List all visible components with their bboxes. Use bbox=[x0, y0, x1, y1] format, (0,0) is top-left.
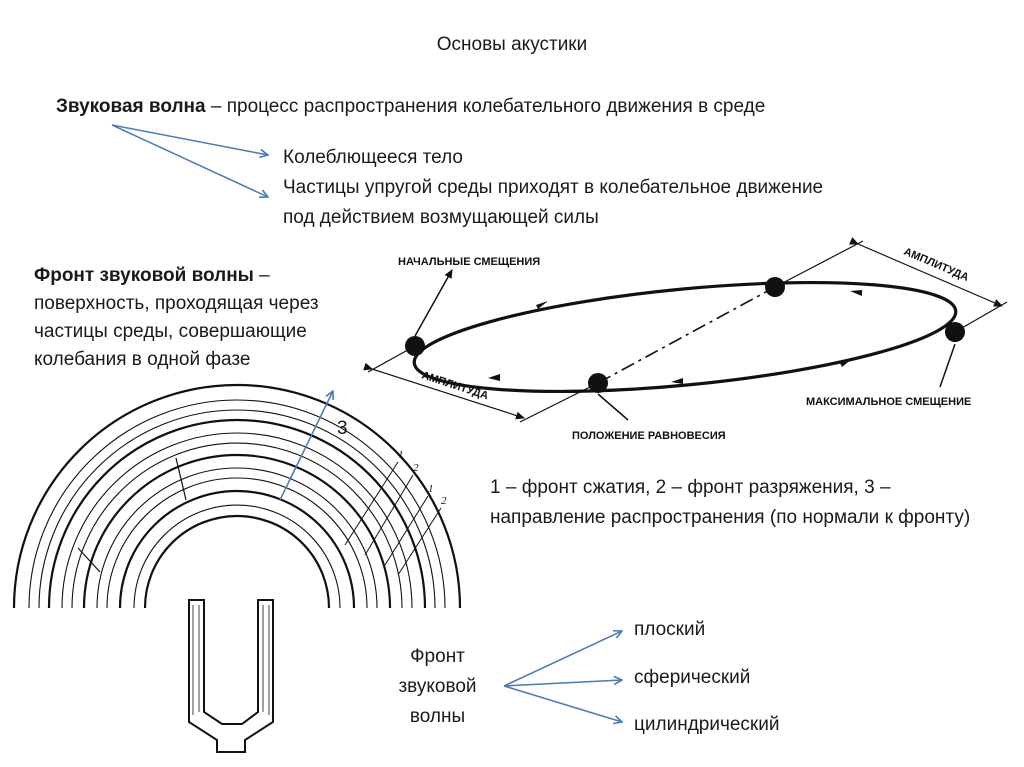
wavefront-arc bbox=[38, 409, 436, 609]
propagation-direction-arrow bbox=[279, 391, 333, 501]
wavefront-arc bbox=[28, 399, 446, 609]
dim-ext bbox=[519, 382, 599, 423]
bullet-particles-line2: под действием возмущающей силы bbox=[283, 207, 599, 228]
front-number: 1 bbox=[398, 449, 404, 461]
front-leader bbox=[344, 461, 399, 546]
front-type-cylindrical: цилиндрический bbox=[634, 714, 780, 735]
oscillation-ellipse bbox=[412, 280, 958, 394]
sound-wave-term: Звуковая волна bbox=[56, 96, 206, 117]
front-type-spherical: сферический bbox=[634, 667, 751, 688]
label-equilibrium: ПОЛОЖЕНИЕ РАВНОВЕСИЯ bbox=[572, 430, 726, 442]
wavefront-arc bbox=[47, 418, 427, 609]
front-leader bbox=[364, 474, 414, 556]
front-type-plane: плоский bbox=[634, 619, 706, 640]
path-arrow-icon bbox=[536, 301, 548, 309]
wavefront-arc bbox=[82, 453, 392, 609]
page-title: Основы акустики bbox=[436, 34, 588, 55]
front-types-label: Фронт звуковой волны bbox=[398, 646, 477, 727]
label-max-displacement: МАКСИМАЛЬНОЕ СМЕЩЕНИЕ bbox=[806, 396, 971, 408]
wavefront-arc bbox=[61, 432, 413, 609]
wavefront-arc bbox=[106, 477, 368, 609]
front-number: 1 bbox=[428, 483, 434, 495]
dim-ext bbox=[367, 345, 416, 373]
equilibrium-axis bbox=[597, 286, 776, 384]
tuning-fork-icon bbox=[188, 599, 274, 753]
wavefront-arc bbox=[12, 383, 462, 609]
wavefront-definition-text: – поверхность, проходящая через частицы … bbox=[34, 265, 319, 370]
wavefront-arc bbox=[118, 489, 356, 609]
bullet-vibrating-body: Колеблющееся тело bbox=[283, 147, 463, 168]
dim-ext bbox=[954, 301, 1008, 333]
wavefront-term: Фронт звуковой волны bbox=[34, 265, 254, 286]
leader-equilibrium bbox=[597, 393, 629, 421]
definition-arrows bbox=[111, 124, 268, 197]
wavefront-arc bbox=[71, 442, 403, 609]
wavefront-arc bbox=[96, 467, 378, 609]
dim-ext bbox=[774, 240, 864, 288]
arrow-to-spherical bbox=[503, 680, 622, 687]
bullet-particles-line1: Частицы упругой среды приходят в колебат… bbox=[283, 177, 824, 198]
path-arrow-icon bbox=[840, 359, 852, 367]
wavefront-arc bbox=[133, 504, 341, 609]
arrow-to-particles bbox=[111, 124, 268, 197]
dim-amplitude-top bbox=[849, 237, 1003, 307]
wavefront-arc bbox=[143, 514, 331, 609]
leader-max bbox=[939, 343, 956, 388]
label-amplitude-bottom: АМПЛИТУДА bbox=[420, 369, 490, 402]
wavefront-diagram bbox=[12, 383, 462, 753]
sound-wave-definition: Звуковая волна – процесс распространения… bbox=[56, 96, 765, 118]
path-arrow-icon bbox=[488, 374, 500, 381]
arrow-to-vibrating-body bbox=[111, 124, 268, 155]
oscillation-diagram: НАЧАЛЬНЫЕ СМЕЩЕНИЯ АМПЛИТУДА АМПЛИТУДА М… bbox=[363, 237, 1008, 442]
sound-wave-definition-text: – процесс распространения колебательного… bbox=[205, 96, 766, 117]
path-arrow-icon bbox=[671, 378, 683, 384]
wavelength-marker bbox=[77, 547, 101, 573]
dim-amplitude-bottom bbox=[363, 362, 525, 420]
front-types-arrows bbox=[503, 631, 622, 722]
wavelength-marker bbox=[175, 457, 187, 501]
front-number: 2 bbox=[441, 495, 447, 507]
wave-legend: 1 – фронт сжатия, 2 – фронт разряжения, … bbox=[490, 477, 971, 528]
front-leader bbox=[384, 495, 429, 566]
wavefront-definition: Фронт звуковой волны – поверхность, прох… bbox=[34, 262, 344, 374]
front-leader bbox=[397, 507, 442, 576]
path-arrow-icon bbox=[850, 290, 862, 296]
leader-initial bbox=[414, 269, 453, 337]
label-initial-displacements: НАЧАЛЬНЫЕ СМЕЩЕНИЯ bbox=[398, 256, 540, 268]
front-number: 2 bbox=[413, 462, 419, 474]
arrow-to-cylindrical bbox=[503, 685, 622, 722]
arrow-to-plane bbox=[503, 631, 622, 687]
